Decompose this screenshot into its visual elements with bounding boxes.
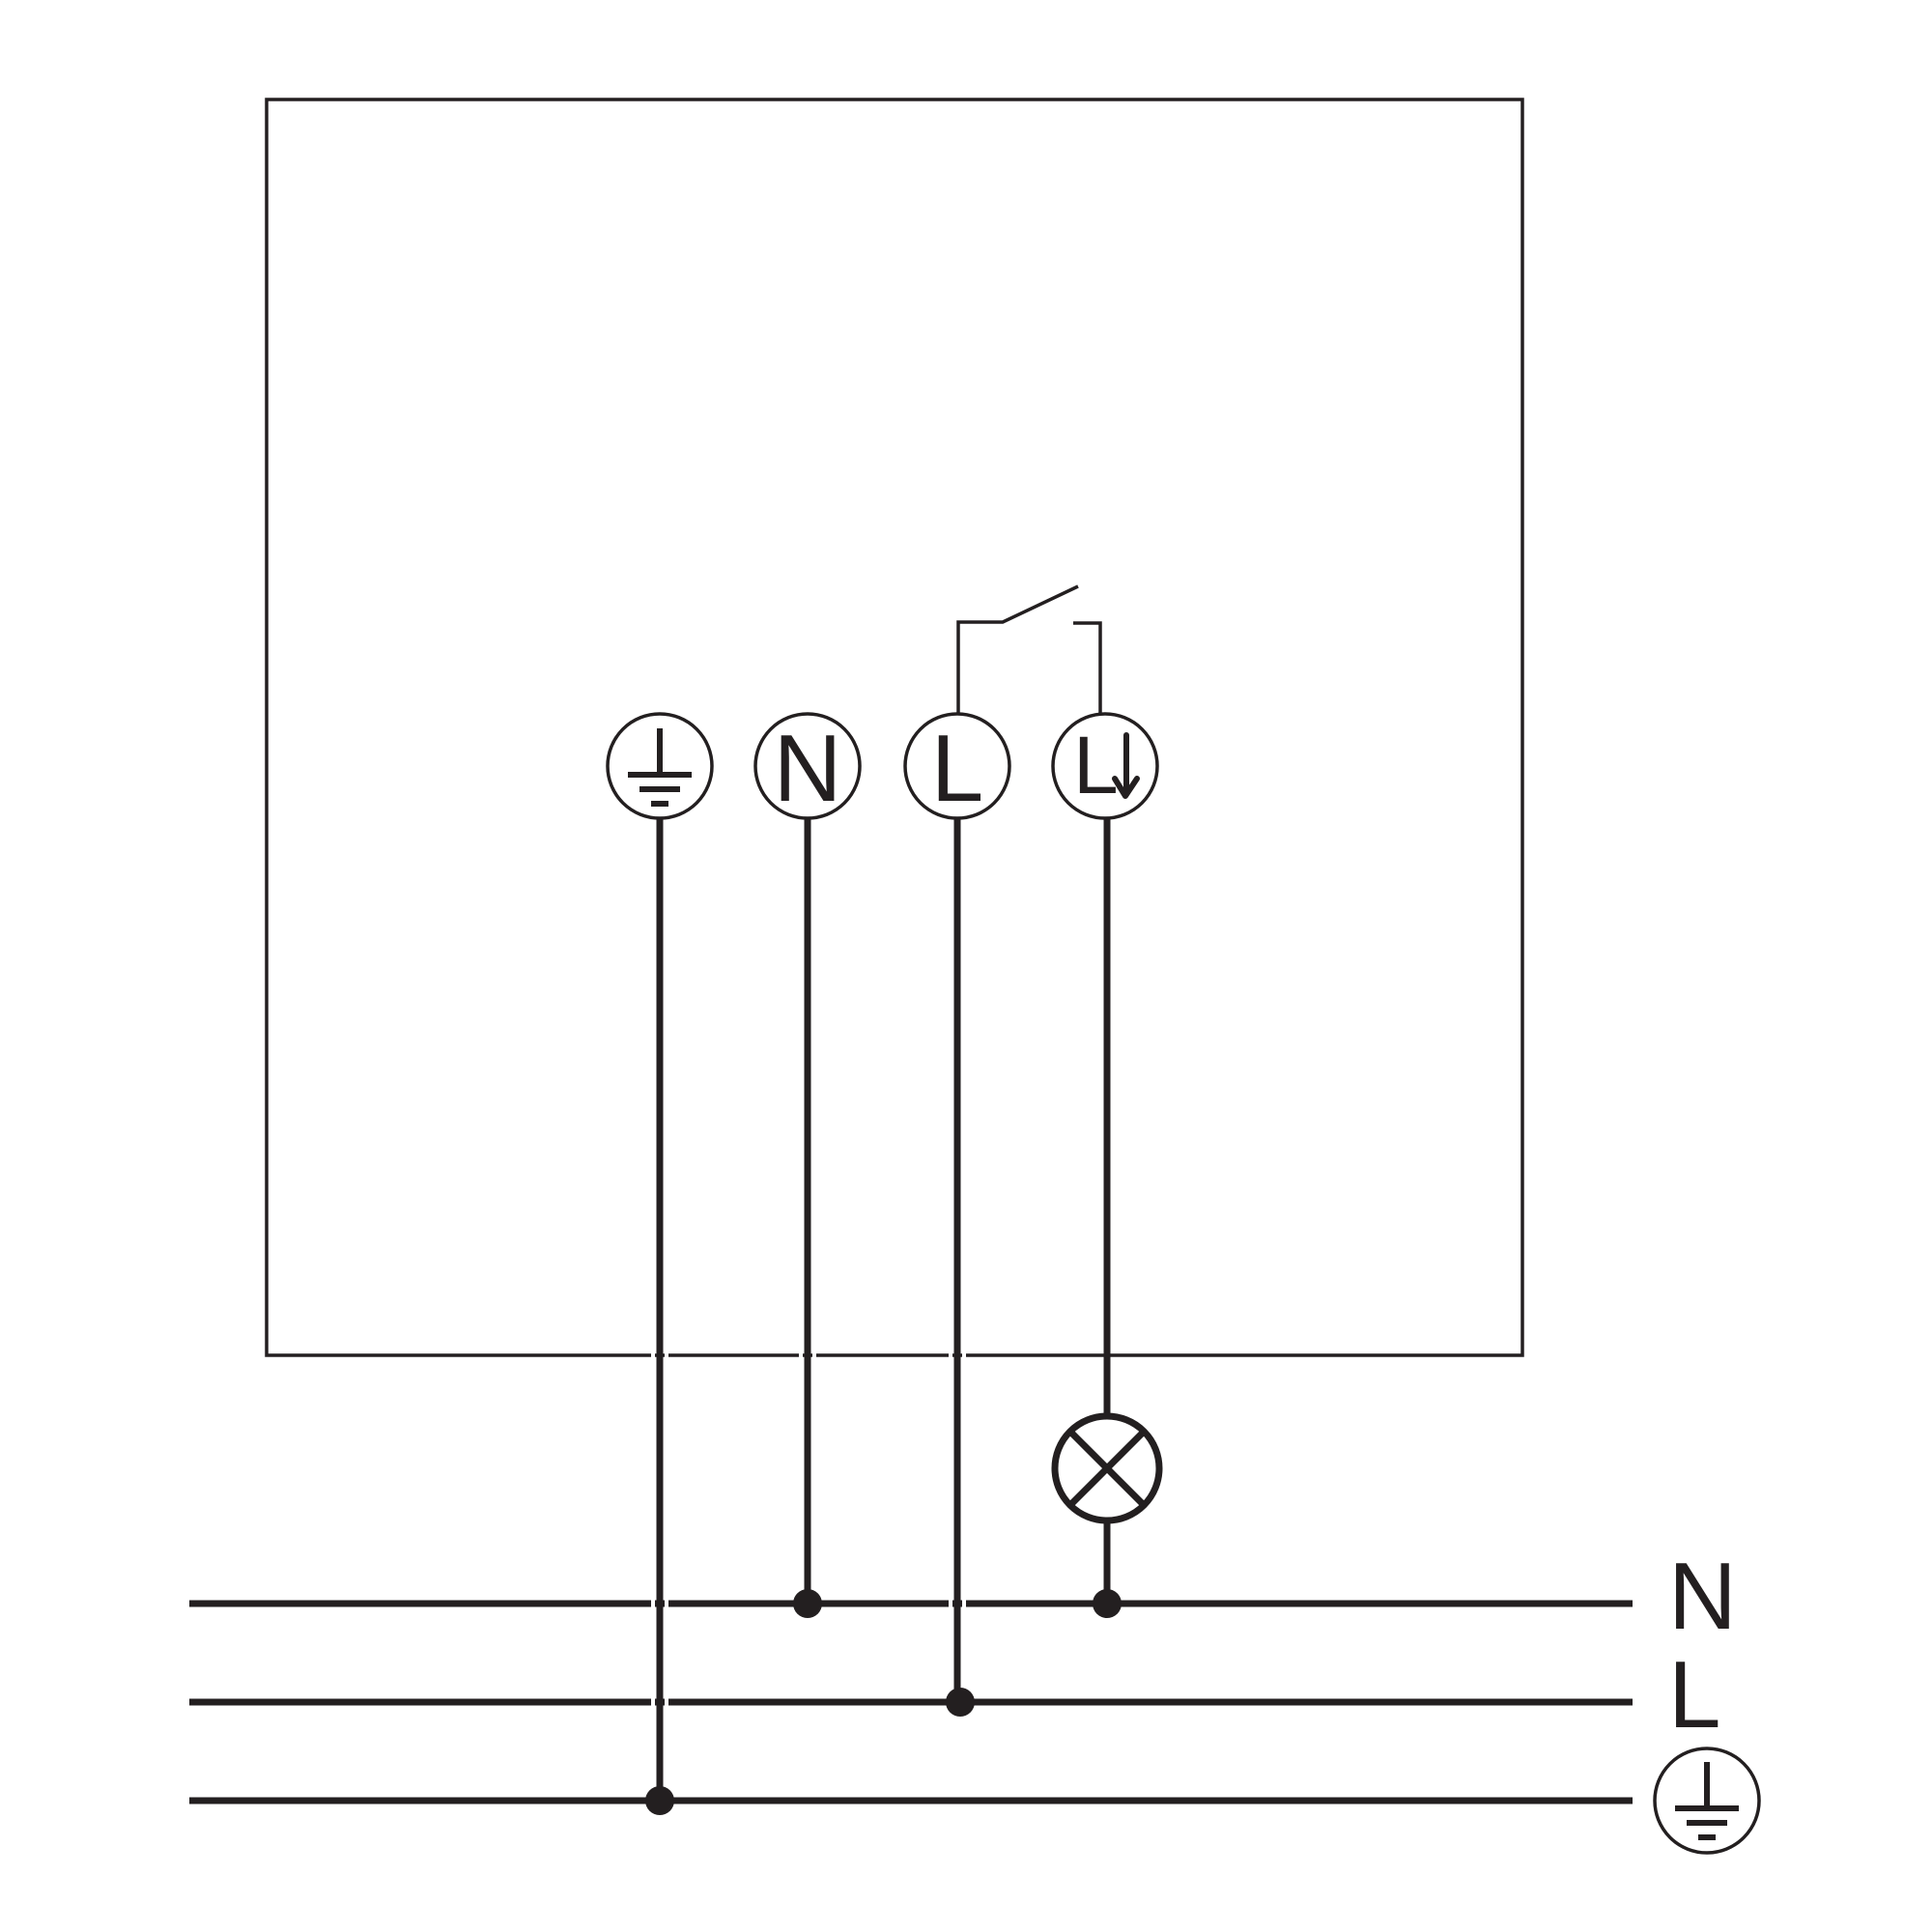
junction-dot-pe (645, 1786, 674, 1815)
terminal-l: L (903, 712, 1011, 821)
terminal-pe (606, 712, 714, 820)
junction-dot-l (946, 1688, 975, 1717)
terminal-l-label: L (931, 715, 984, 821)
switch-contact-icon (956, 584, 1102, 715)
terminal-n: N (753, 712, 862, 821)
bus-label-pe (1653, 1747, 1761, 1855)
terminal-l-switched-label: L (1073, 720, 1119, 810)
terminal-l-switched: L (1051, 712, 1159, 820)
protective-earth-icon (628, 728, 692, 807)
junction-dot-n (793, 1589, 822, 1618)
protective-earth-icon (1675, 1762, 1739, 1840)
bus-label-n: N (1668, 1543, 1737, 1649)
switched-arrow-icon (1112, 732, 1140, 799)
crossing-gaps (651, 1350, 966, 1711)
junction-dot-lamp-n (1093, 1589, 1122, 1618)
terminal-n-label: N (774, 715, 842, 821)
bus-label-l: L (1668, 1641, 1721, 1747)
device-enclosure (265, 98, 1524, 1357)
lamp-icon (1051, 1412, 1163, 1524)
